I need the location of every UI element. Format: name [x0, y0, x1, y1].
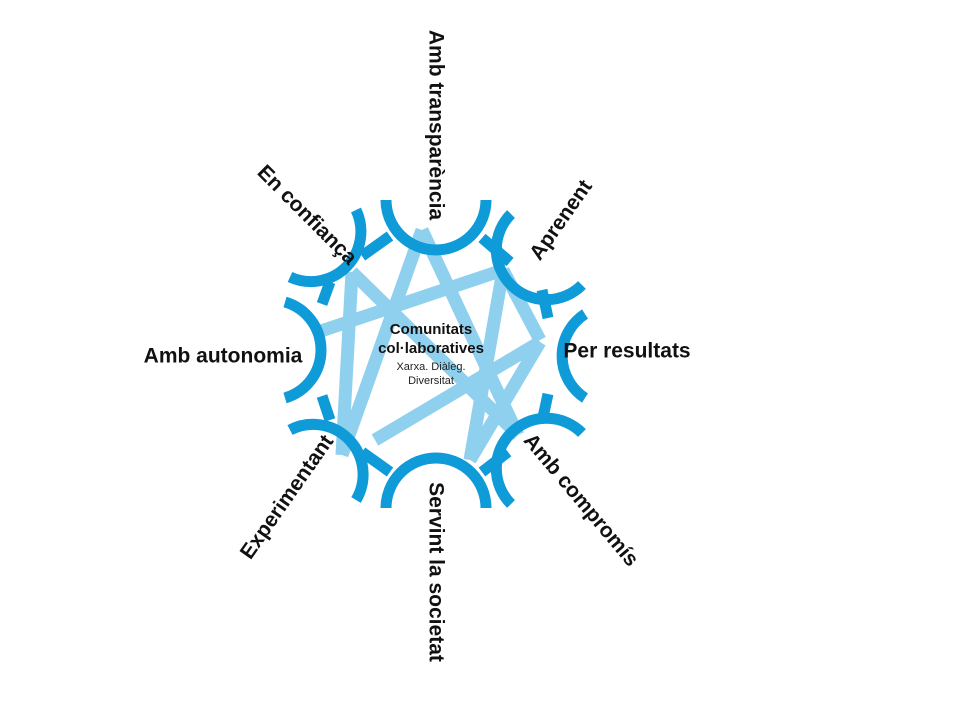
ring-stem [536, 392, 554, 424]
ring-arc-e [556, 309, 589, 403]
connector-line [335, 271, 359, 456]
connector-line [463, 268, 510, 462]
label-amb-autonomia: Amb autonomia [143, 344, 303, 368]
center-title: Comunitats col·laboratives [378, 320, 484, 357]
connector-line [347, 267, 523, 440]
ring-stem [316, 280, 336, 306]
connector-lines [315, 227, 546, 464]
connector-line [315, 263, 506, 339]
connector-line [371, 336, 544, 446]
outer-ring [283, 199, 589, 509]
connector-line [335, 227, 429, 458]
ring-arc-ne [490, 210, 586, 306]
center-label: Comunitats col·laboratives Xarxa. Diàleg… [356, 321, 506, 389]
ring-arc-s [380, 452, 492, 509]
label-per-resultats: Per resultats [563, 339, 691, 363]
connector-line [464, 338, 546, 464]
ring-stem [358, 231, 394, 261]
center-subtitle: Xarxa. Diàleg. Diversitat [396, 360, 466, 388]
ring-arc-se [490, 412, 586, 508]
ring-stem [478, 447, 512, 477]
ring-arc-sw [287, 418, 369, 503]
label-servint-la-societat: Servint la societat [424, 482, 448, 662]
ring-arc-nw [287, 207, 367, 288]
ring-stem [316, 394, 336, 422]
ring-arc-n [380, 199, 492, 256]
ring-stem [478, 233, 514, 267]
ring-stem [358, 447, 394, 477]
ring-stem [536, 288, 554, 320]
label-amb-transparencia: Amb transparència [424, 29, 448, 221]
ring-arc-w [283, 296, 327, 404]
